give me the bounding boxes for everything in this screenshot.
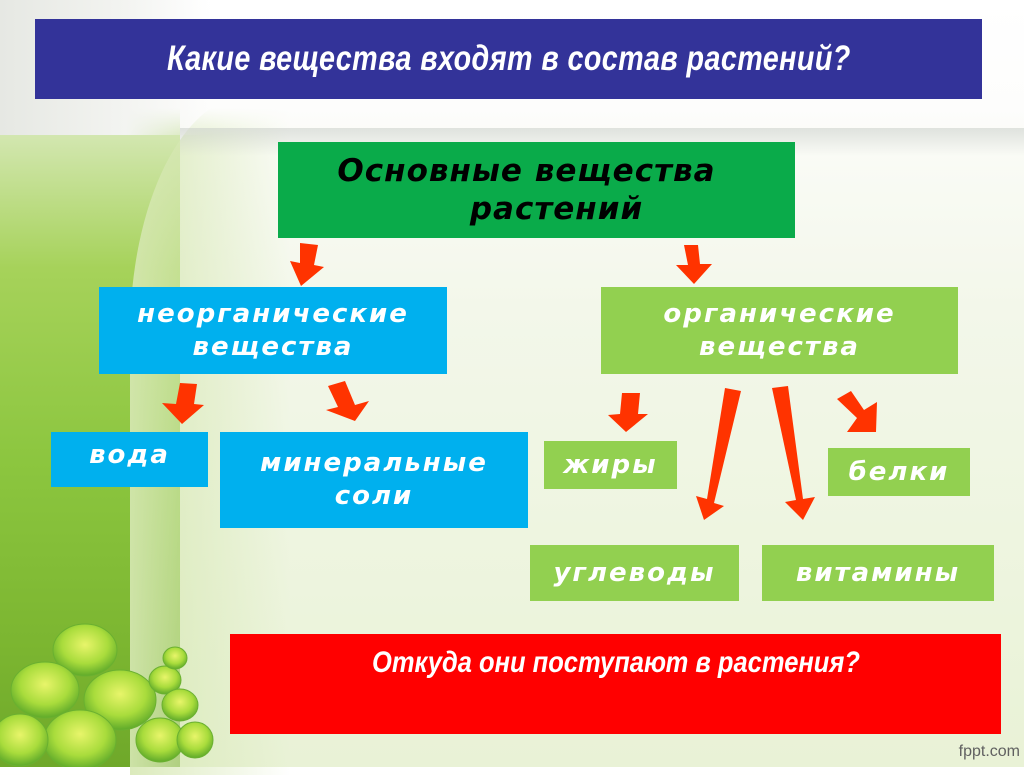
main-box-line1: Основные вещества [337,153,716,189]
carbohydrates-label: углеводы [553,557,716,588]
proteins-label: белки [848,456,950,487]
water-box: вода [51,432,208,487]
arrow-down-icon [608,393,648,432]
minerals-line2: соли [334,481,414,511]
organic-line2: вещества [699,331,860,362]
arrow-down-icon [837,391,877,432]
water-label: вода [89,440,170,470]
fats-box: жиры [544,441,677,489]
question-text: Откуда они поступают в растения? [371,646,860,679]
arrow-down-icon [676,245,712,284]
inorganic-line2: вещества [192,331,354,362]
vitamins-label: витамины [795,557,961,588]
mineral-salts-box: минеральные соли [220,432,528,528]
question-box: Откуда они поступают в растения? [230,634,1001,734]
slide-title-text: Какие вещества входят в состав растений? [166,39,851,78]
clover-icon [0,623,214,767]
carbohydrates-box: углеводы [530,545,739,601]
arrow-down-icon [326,381,369,421]
arrow-down-icon [772,386,815,520]
footer-watermark: fppt.com [958,743,1020,760]
arrow-down-icon [696,388,741,520]
main-substances-box: Основные вещества растений [278,142,795,238]
organic-substances-box: органические вещества [601,287,958,374]
vitamins-box: витамины [762,545,994,601]
inorganic-line1: неорганические [137,298,409,329]
arrow-down-icon [290,243,324,286]
proteins-box: белки [828,448,970,496]
organic-line1: органические [663,298,896,329]
main-box-line2: растений [469,191,644,227]
arrow-down-icon [162,383,204,424]
minerals-line1: минеральные [260,448,488,478]
slide-title: Какие вещества входят в состав растений? [35,19,982,99]
inorganic-substances-box: неорганические вещества [99,287,447,374]
fats-label: жиры [563,449,658,480]
